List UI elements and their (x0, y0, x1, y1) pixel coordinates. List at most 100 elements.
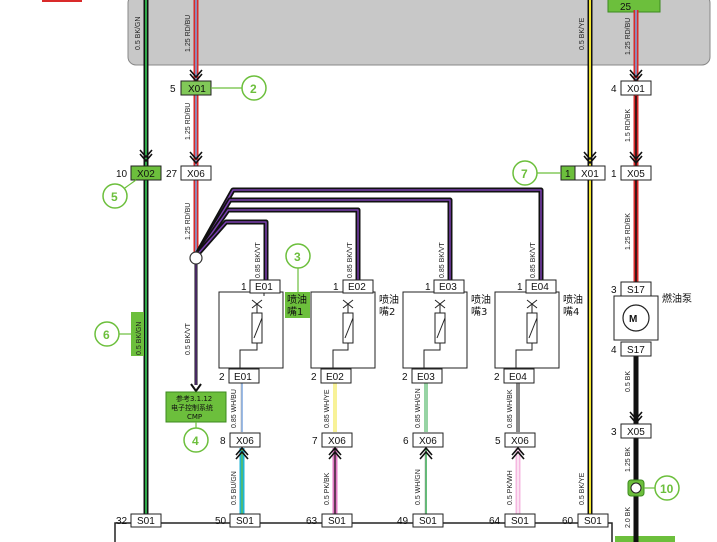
callout-4: 4 (183, 427, 209, 453)
callout-3: 3 (285, 243, 311, 269)
svg-text:S01: S01 (137, 516, 155, 527)
injector2-label-line2: 嘴2 (379, 306, 395, 318)
svg-text:32: 32 (116, 516, 128, 527)
top-control-unit (127, 0, 711, 66)
svg-text:E02: E02 (348, 282, 366, 293)
wire-label: 0.5 PK/BK (324, 472, 331, 505)
svg-text:X05: X05 (627, 427, 645, 438)
connector-E03-bot: E03 2 (402, 368, 443, 384)
connector-X06-2: X06 7 (312, 432, 353, 448)
svg-text:S01: S01 (236, 516, 254, 527)
wire-label: 0.5 PK/WH (507, 470, 514, 505)
wire-label: 0.85 BK/VT (347, 241, 354, 278)
svg-text:M: M (629, 314, 637, 325)
cmp-ref-line1: 参考3.1.12 (176, 394, 212, 403)
x02-green-fill (130, 165, 162, 181)
bottom-control-unit (114, 522, 613, 542)
svg-text:E04: E04 (509, 372, 527, 383)
callout-10: 10 (654, 475, 680, 501)
injector2-label-line1: 喷油 (379, 293, 399, 306)
wire-label: 0.5 BU/GN (231, 471, 238, 505)
connector-E04-bot: E04 2 (494, 368, 535, 384)
connector-X06-3: X06 6 (403, 432, 444, 448)
wire-label: 1.25 RD/BK (625, 213, 632, 250)
connector-X06-4: X06 5 (495, 432, 536, 448)
svg-text:49: 49 (397, 516, 409, 527)
wire-label: 0.5 BK/GN (135, 17, 142, 50)
wire-label: 0.85 WH/BK (507, 389, 514, 428)
svg-text:27: 27 (166, 169, 178, 180)
svg-text:S01: S01 (584, 516, 602, 527)
svg-text:5: 5 (170, 84, 176, 95)
svg-text:64: 64 (489, 516, 501, 527)
svg-text:E02: E02 (326, 372, 344, 383)
svg-text:2: 2 (494, 372, 500, 383)
fuel-pump: M (613, 295, 659, 341)
wire-label: 1.25 BK (625, 447, 632, 472)
svg-text:X01: X01 (581, 169, 599, 180)
svg-text:X01: X01 (627, 84, 645, 95)
connector-S01-4: S01 49 (397, 513, 444, 528)
callout-2: 2 (241, 75, 267, 101)
wire-label: 1.5 RD/BK (625, 109, 632, 142)
svg-text:6: 6 (403, 436, 409, 447)
splice-node (189, 251, 203, 265)
bkgn-low-label-bg (131, 312, 144, 356)
svg-text:2: 2 (219, 372, 225, 383)
wire-label: 0.85 WH/BU (231, 389, 238, 428)
wire-label: 0.5 BK/VT (185, 322, 192, 355)
wire-label: 0.85 WH/YE (324, 389, 331, 428)
svg-text:1: 1 (425, 282, 431, 293)
svg-text:S17: S17 (627, 345, 645, 356)
cmp-ref-line3: CMP (187, 413, 202, 421)
injector3-label-line1: 喷油 (471, 293, 491, 306)
connector-S01-3: S01 63 (306, 513, 353, 528)
svg-text:4: 4 (192, 434, 199, 448)
wire-label: 0.5 BK (625, 371, 632, 392)
svg-text:4: 4 (611, 84, 617, 95)
wire-label: 0.5 WH/GN (415, 469, 422, 505)
svg-text:5: 5 (111, 190, 118, 204)
wire-label: 0.85 BK/VT (530, 241, 537, 278)
connector-E03-top: E03 1 (425, 279, 465, 294)
injector1-label-line1: 喷油 (287, 293, 307, 306)
connector-S01-6: S01 60 (562, 513, 609, 528)
injector-4 (494, 291, 560, 369)
fuel-pump-label: 燃油泵 (662, 292, 692, 305)
wire-label: 2.0 BK (625, 507, 632, 528)
callout-7: 7 (512, 160, 538, 186)
x01-a-label: X01 (188, 84, 206, 95)
cmp-ref-line2: 电子控制系统 (171, 403, 213, 412)
x02-label: X02 (137, 169, 155, 180)
svg-text:E04: E04 (531, 282, 549, 293)
injector1-label-bg (285, 292, 310, 318)
wire-label: 0.5 BK/YE (579, 472, 586, 505)
injector3-label-line2: 嘴3 (471, 306, 487, 318)
wire-label: 1.25 RD/BU (625, 18, 632, 55)
injector-1 (218, 291, 284, 369)
svg-text:5: 5 (495, 436, 501, 447)
svg-text:2: 2 (402, 372, 408, 383)
connector-X01-right-top: X01 4 (611, 80, 652, 96)
cmp-ref-arrow (190, 383, 202, 393)
bottom-right-green-tab (615, 536, 675, 542)
svg-text:1: 1 (333, 282, 339, 293)
svg-text:63: 63 (306, 516, 318, 527)
wire-label: 1.25 RD/BU (185, 103, 192, 140)
svg-text:2: 2 (311, 372, 317, 383)
connector-E04-top: E04 1 (517, 279, 557, 294)
svg-text:3: 3 (611, 285, 617, 296)
svg-text:7: 7 (312, 436, 318, 447)
svg-text:1: 1 (611, 169, 617, 180)
connector-E01-bot: E01 2 (219, 368, 260, 384)
svg-text:3: 3 (294, 250, 301, 264)
svg-text:X05: X05 (627, 169, 645, 180)
svg-text:X06: X06 (419, 436, 437, 447)
injector4-label-line2: 嘴4 (563, 306, 579, 318)
svg-text:2: 2 (250, 82, 257, 96)
top-right-box-number: 25 (620, 2, 632, 13)
svg-text:4: 4 (611, 345, 617, 356)
wire-label: 1.25 RD/BU (185, 203, 192, 240)
svg-text:7: 7 (521, 167, 528, 181)
